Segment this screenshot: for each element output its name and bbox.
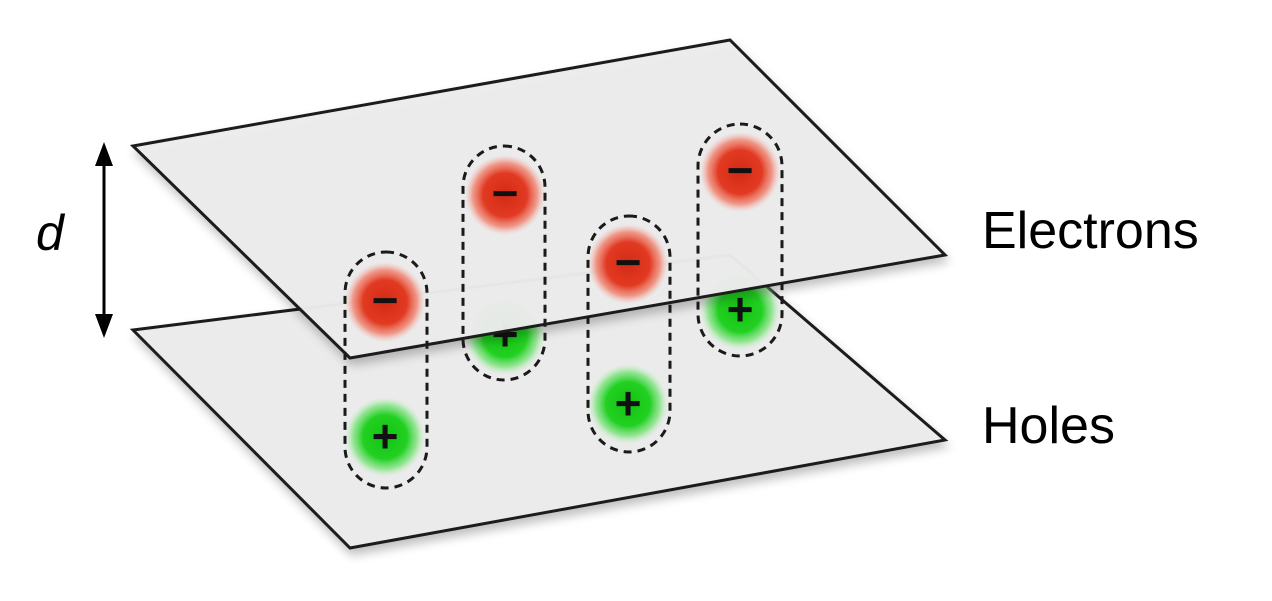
electrons-layer-label: Electrons bbox=[982, 202, 1199, 260]
exciton-outline bbox=[696, 122, 784, 358]
arrow-head-down bbox=[95, 314, 113, 338]
electron-symbols: − − − − bbox=[372, 144, 754, 326]
electron-minus-sign: − bbox=[615, 236, 642, 288]
electron-charge bbox=[345, 262, 425, 342]
separation-arrow bbox=[95, 142, 113, 338]
electron-charge bbox=[465, 155, 545, 235]
separation-label: d bbox=[36, 205, 64, 261]
hole-charge bbox=[588, 364, 668, 444]
exciton-outline bbox=[461, 144, 547, 382]
arrow-head-up bbox=[95, 142, 113, 166]
electron-minus-sign: − bbox=[372, 274, 399, 326]
exciton-outlines bbox=[343, 122, 784, 490]
hole-charge bbox=[345, 397, 425, 477]
hole-plus-sign: + bbox=[615, 377, 642, 429]
holes-layer-label: Holes bbox=[982, 397, 1115, 455]
hole-plus-sign: + bbox=[372, 410, 399, 462]
electron-charge bbox=[588, 224, 668, 304]
electron-minus-sign: − bbox=[727, 144, 754, 196]
electron-minus-sign: − bbox=[492, 167, 519, 219]
exciton-outline bbox=[586, 214, 672, 454]
exciton-outline bbox=[343, 250, 429, 490]
electron-charges bbox=[345, 132, 780, 342]
electron-charge bbox=[700, 132, 780, 212]
